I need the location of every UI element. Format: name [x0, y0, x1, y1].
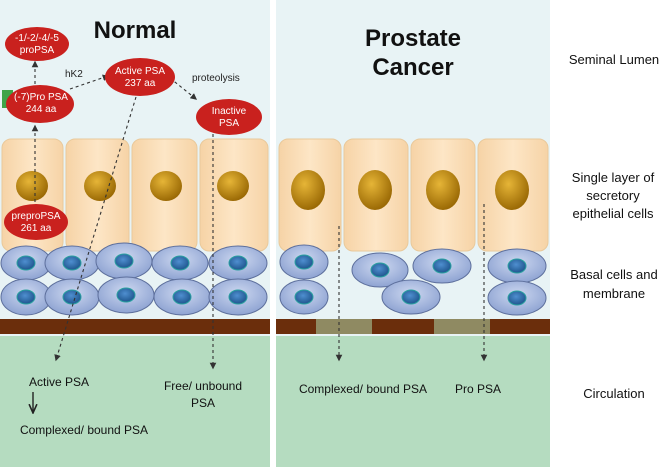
normal-basal-nuclei	[16, 253, 248, 305]
arrow-hk2	[69, 74, 110, 90]
basal-nucleus	[507, 290, 527, 306]
basal-nucleus	[62, 255, 82, 271]
active-line2: 237 aa	[125, 78, 156, 89]
normal-title: Normal	[94, 17, 177, 44]
oval-inactive	[196, 99, 262, 135]
basal-nucleus	[170, 255, 190, 271]
epithelial-nucleus	[16, 171, 48, 201]
basal-nucleus	[16, 255, 36, 271]
complexed-normal-label: Complexed/ bound PSA	[20, 423, 148, 437]
cancer-title-line2: Cancer	[372, 54, 453, 81]
proteolysis-label: proteolysis	[192, 73, 240, 84]
active-psa-label: Active PSA	[29, 375, 89, 389]
membrane-segment	[276, 319, 316, 334]
inactive-line1: Inactive	[212, 106, 247, 117]
normal-circulation-bg	[0, 336, 270, 467]
basement-membrane	[0, 319, 550, 334]
epithelial-nucleus	[84, 171, 116, 201]
epithelial-nucleus	[495, 170, 529, 210]
cancer-basal-nuclei	[294, 254, 527, 306]
basal-nucleus	[294, 254, 314, 270]
oval-pro7	[6, 85, 74, 123]
basal-nucleus	[507, 258, 527, 274]
prepro-line1: preproPSA	[12, 211, 61, 222]
lumen-label: Seminal Lumen	[569, 52, 659, 67]
active-line1: Active PSA	[115, 66, 165, 77]
circulation-label: Circulation	[583, 386, 644, 401]
cancer-circulation-bg	[276, 336, 550, 467]
basal-nucleus	[370, 262, 390, 278]
basal-nucleus	[294, 289, 314, 305]
oval-propsa	[5, 27, 69, 61]
epithelial-nucleus	[217, 171, 249, 201]
arrow-active-to-circulation	[54, 96, 137, 362]
hk2-label: hK2	[65, 69, 83, 80]
epithelial-nucleus	[150, 171, 182, 201]
epithelial-line3: epithelial cells	[573, 206, 654, 221]
pathway-arrows	[31, 60, 488, 370]
pro7-line1: (-7)Pro PSA	[14, 92, 68, 103]
membrane-normal	[0, 319, 270, 334]
membrane-segment	[490, 319, 550, 334]
circulation-labels: Active PSA Complexed/ bound PSA Free/ un…	[20, 375, 501, 437]
normal-basal-layer	[0, 242, 268, 316]
side-labels: Seminal Lumen Single layer of secretory …	[569, 52, 659, 401]
epithelial-line2: secretory	[586, 188, 640, 203]
basal-nucleus	[16, 289, 36, 305]
cancer-epithelial-layer	[278, 138, 549, 252]
basal-nucleus	[228, 289, 248, 305]
basal-nucleus	[116, 287, 136, 303]
epithelial-nucleus	[291, 170, 325, 210]
propsa-line1: -1/-2/-4/-5	[15, 33, 59, 44]
epithelial-line1: Single layer of	[572, 170, 655, 185]
epithelial-nucleus	[426, 170, 460, 210]
basal-nucleus	[228, 255, 248, 271]
basal-nucleus	[401, 289, 421, 305]
free-line1-label: Free/ unbound	[164, 379, 242, 393]
propsa-line2: proPSA	[20, 45, 55, 56]
inactive-line2: PSA	[219, 118, 239, 129]
oval-active	[105, 58, 175, 96]
basal-line1: Basal cells and	[570, 267, 657, 282]
basal-nucleus	[172, 289, 192, 305]
cancer-title-line1: Prostate	[365, 25, 461, 52]
epithelial-nucleus	[358, 170, 392, 210]
membrane-broken-segment	[434, 319, 490, 334]
oval-text: -1/-2/-4/-5 proPSA (-7)Pro PSA 244 aa Ac…	[12, 33, 247, 234]
pro-psa-label: Pro PSA	[455, 382, 501, 396]
basal-nucleus	[62, 289, 82, 305]
membrane-broken-segment	[316, 319, 372, 334]
psa-ovals	[2, 27, 262, 240]
membrane-segment	[372, 319, 434, 334]
basal-line2: membrane	[583, 286, 645, 301]
basal-nucleus	[114, 253, 134, 269]
complexed-cancer-label: Complexed/ bound PSA	[299, 382, 427, 396]
oval-prepro	[4, 204, 68, 240]
free-line2-label: PSA	[191, 396, 215, 410]
pro7-line2: 244 aa	[26, 104, 57, 115]
prepro-line2: 261 aa	[21, 223, 52, 234]
basal-nucleus	[432, 258, 452, 274]
